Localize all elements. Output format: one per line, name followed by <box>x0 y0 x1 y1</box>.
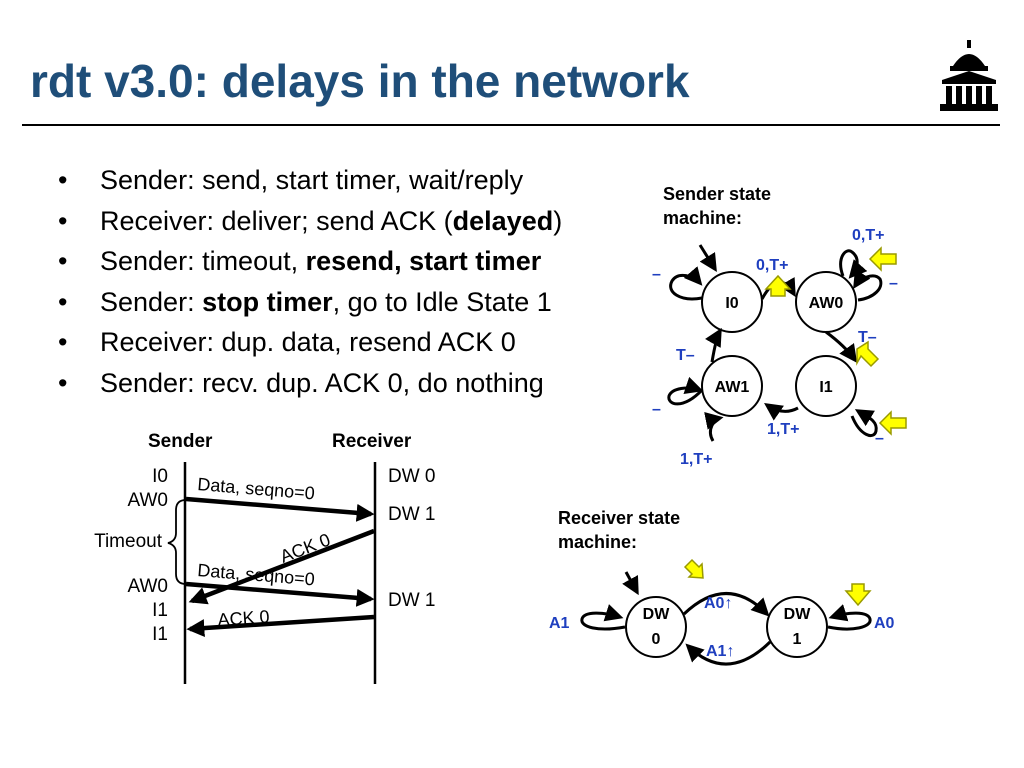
sender-state-label: AW0 <box>128 490 168 511</box>
sender-state-label: I0 <box>152 466 168 487</box>
svg-text:–: – <box>652 401 661 418</box>
timing-diagram: Sender Receiver I0 AW0 AW0 I1 I1 DW 0 DW… <box>94 431 436 684</box>
bullet-item: Sender: recv. dup. ACK 0, do nothing <box>58 363 562 404</box>
svg-text:1,T+: 1,T+ <box>767 421 799 438</box>
transition-arrow <box>580 571 872 666</box>
transition-label: A1 A0↑ A1↑ A0 <box>549 595 895 660</box>
bullet-text: delayed <box>452 205 554 236</box>
svg-text:0,T+: 0,T+ <box>756 257 788 274</box>
state-node-dw1 <box>766 596 828 658</box>
bullet-item: Sender: timeout, resend, start timer <box>58 241 562 282</box>
sender-heading: Sender <box>148 431 213 452</box>
state-label: DW <box>643 606 671 623</box>
bullet-item: Sender: stop timer, go to Idle State 1 <box>58 282 562 323</box>
state-label: 0 <box>652 631 661 648</box>
sender-state-label: AW0 <box>128 576 168 597</box>
state-node-i0 <box>701 271 763 333</box>
receiver-state-label: DW 1 <box>388 590 436 611</box>
state-node-i1 <box>795 355 857 417</box>
bullet-list: Sender: send, start timer, wait/reply Re… <box>58 160 562 404</box>
sender-fsm-title: Sender state <box>663 184 771 204</box>
bullet-text: Receiver: deliver; send ACK ( <box>100 205 453 236</box>
svg-text:A1↑: A1↑ <box>706 643 734 660</box>
transition-arrow <box>667 244 883 442</box>
bullet-text: stop timer <box>202 286 333 317</box>
state-label: AW0 <box>809 295 844 312</box>
bullet-text: Sender: <box>100 286 203 317</box>
sender-fsm-title: machine: <box>663 208 742 228</box>
highlight-arrow-icon <box>683 558 872 607</box>
receiver-state-label: DW 0 <box>388 466 436 487</box>
message-label: ACK 0 <box>277 529 333 566</box>
highlight-arrow-icon <box>764 246 907 436</box>
message-arrow <box>185 496 375 522</box>
svg-text:A0↑: A0↑ <box>704 595 732 612</box>
bullet-item: Receiver: deliver; send ACK (delayed) <box>58 201 562 242</box>
sender-state-machine: Sender state machine: I0 AW0 AW1 I1 – 0,… <box>652 184 907 468</box>
bullet-text: Sender: send, start timer, wait/reply <box>100 165 524 195</box>
message-arrow <box>186 614 375 638</box>
transition-label: – 0,T+ 0,T+ – T– T– – 1,T+ 1,T+ – <box>652 227 898 468</box>
slide-title: rdt v3.0: delays in the network <box>30 55 690 107</box>
timeout-brace <box>167 499 187 585</box>
svg-text:0,T+: 0,T+ <box>852 227 884 244</box>
svg-text:–: – <box>889 275 898 292</box>
sender-state-label: I1 <box>152 624 168 645</box>
state-label: DW <box>784 606 812 623</box>
svg-text:A0: A0 <box>874 615 895 632</box>
bullet-text: ) <box>553 205 563 236</box>
receiver-fsm-title: machine: <box>558 532 637 552</box>
receiver-state-label: DW 1 <box>388 504 436 525</box>
message-arrow <box>185 581 375 607</box>
bullet-item: Sender: send, start timer, wait/reply <box>58 160 562 201</box>
receiver-state-machine: Receiver state machine: DW 0 DW 1 A1 A0↑… <box>549 508 895 666</box>
state-node-dw0 <box>625 596 687 658</box>
svg-text:A1: A1 <box>549 615 570 632</box>
bullet-item: Receiver: dup. data, resend ACK 0 <box>58 322 562 363</box>
bullet-text: Sender: timeout, <box>100 246 306 277</box>
svg-text:T–: T– <box>676 347 695 364</box>
message-arrow <box>188 528 375 605</box>
bullet-text: Sender: recv. dup. ACK 0, do nothing <box>100 367 544 398</box>
state-label: I1 <box>819 379 832 396</box>
receiver-fsm-title: Receiver state <box>558 508 680 528</box>
receiver-heading: Receiver <box>332 431 412 452</box>
message-label: ACK 0 <box>217 606 270 630</box>
state-label: AW1 <box>715 379 750 396</box>
bullet-text: resend, start timer <box>305 246 542 277</box>
state-label: I0 <box>725 295 738 312</box>
title-divider <box>22 124 1000 126</box>
svg-text:–: – <box>652 266 661 283</box>
svg-text:–: – <box>875 430 884 447</box>
bullet-text: Receiver: dup. data, resend ACK 0 <box>100 327 516 358</box>
timeout-label: Timeout <box>94 531 163 552</box>
state-label: 1 <box>793 631 802 648</box>
university-building-icon <box>940 40 998 111</box>
svg-text:1,T+: 1,T+ <box>680 451 712 468</box>
message-label: Data, seqno=0 <box>197 474 316 503</box>
bullet-text: , go to Idle State 1 <box>332 286 552 317</box>
svg-text:T–: T– <box>858 329 877 346</box>
sender-state-label: I1 <box>152 600 168 621</box>
